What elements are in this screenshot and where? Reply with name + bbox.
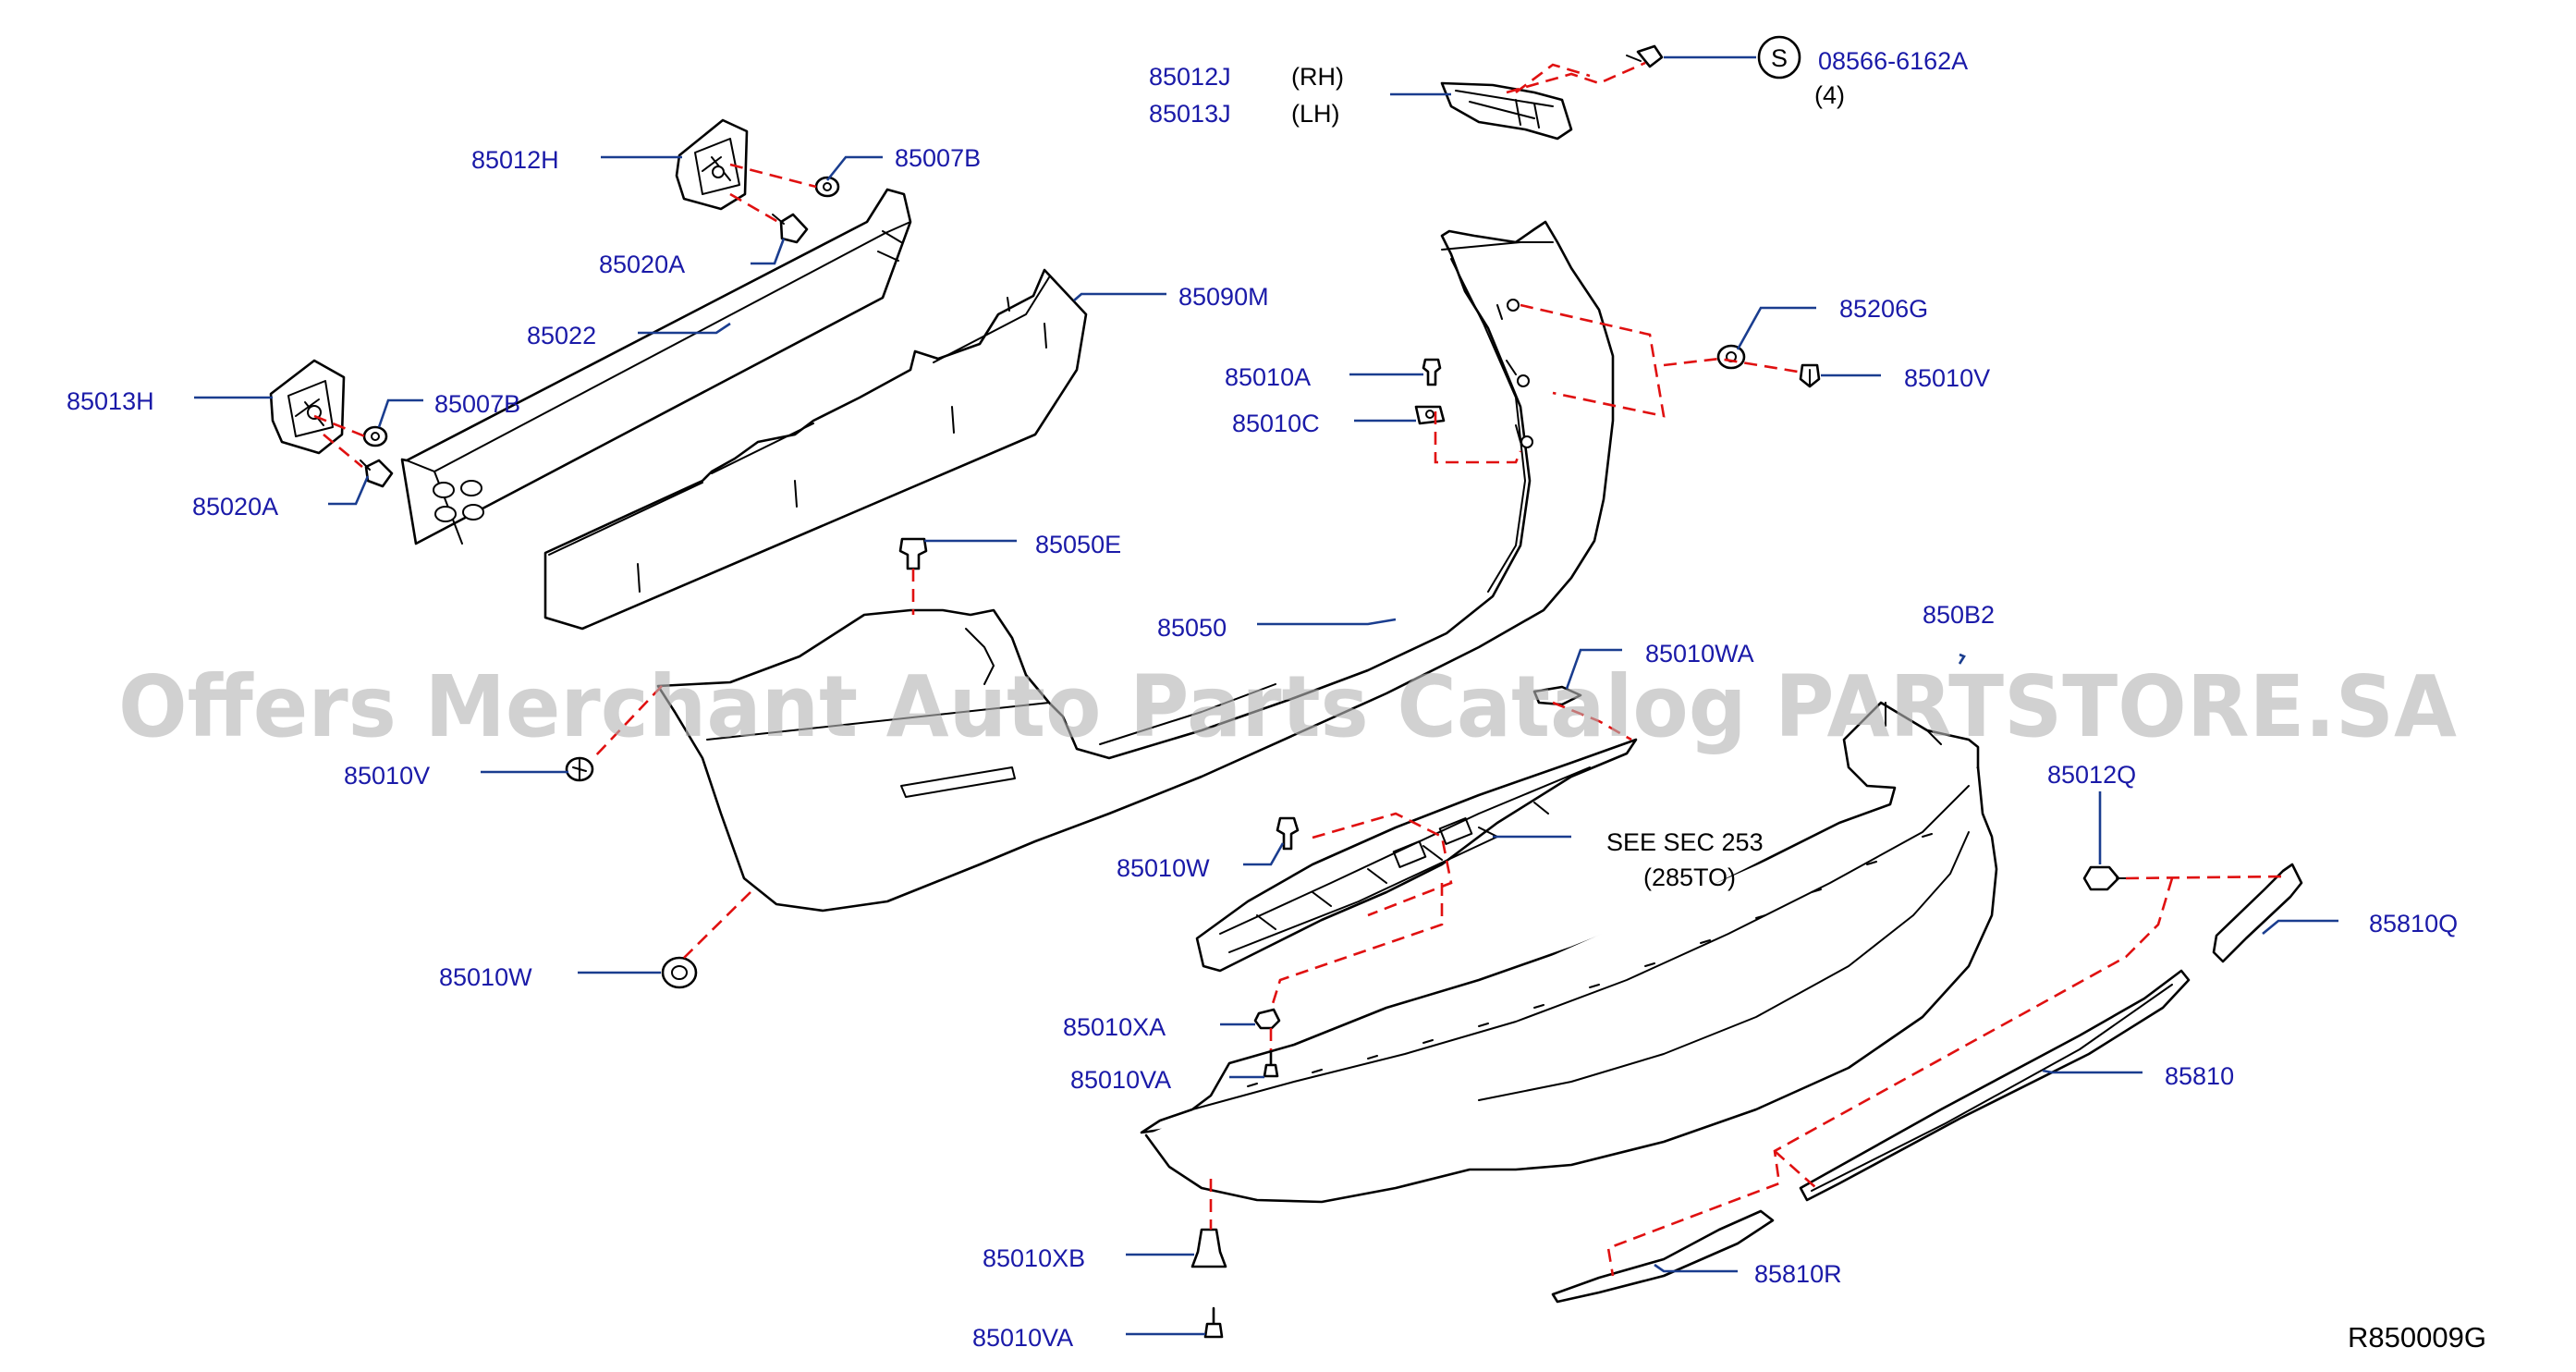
clip-85010wa — [1532, 685, 1582, 706]
label-85050: 85050 — [1157, 614, 1227, 642]
s-symbol: S — [1757, 35, 1801, 80]
label-85007b-upper: 85007B — [895, 144, 981, 172]
label-rh: (RH) — [1291, 63, 1344, 91]
bumper-reinforcement-85022 — [400, 188, 912, 545]
bolt-85010a — [1422, 358, 1442, 386]
clip-85206g — [1716, 344, 1746, 370]
reference-code: R850009G — [2348, 1321, 2486, 1354]
label-85010va-upper: 85010VA — [1070, 1066, 1171, 1094]
label-85020a-lower: 85020A — [192, 493, 278, 521]
label-85206g: 85206G — [1839, 295, 1928, 323]
screw-85010v-upper — [1799, 363, 1821, 388]
label-85013j: 85013J — [1149, 100, 1231, 128]
nut-85010c — [1414, 405, 1446, 425]
energy-absorber-85090m — [543, 268, 1088, 631]
label-85010v-upper: 85010V — [1904, 364, 1990, 392]
screw-85010v-left — [565, 756, 594, 782]
label-850b2: 850B2 — [1923, 601, 1995, 629]
connector-lines — [313, 61, 2284, 1277]
bracket-85013h — [269, 359, 346, 455]
clip-85010xb — [1190, 1228, 1227, 1268]
label-85810q: 85810Q — [2369, 910, 2458, 937]
label-85010w-center: 85010W — [1117, 854, 1210, 882]
label-85010c: 85010C — [1232, 410, 1320, 437]
label-08566-6162a: 08566-6162A — [1818, 47, 1968, 75]
see-sec-253: SEE SEC 253 — [1606, 828, 1764, 856]
label-85012j: 85012J — [1149, 63, 1231, 91]
bracket-85012h — [675, 118, 749, 211]
molding-85810 — [1799, 969, 2191, 1202]
see-sec-285to: (285TO) — [1643, 864, 1736, 891]
clip-85050e — [898, 537, 928, 570]
watermark: Offers Merchant Auto Parts Catalog PARTS… — [118, 657, 2457, 756]
clip-85012q — [2082, 865, 2131, 891]
label-85810: 85810 — [2165, 1062, 2234, 1090]
label-85010va-lower: 85010VA — [972, 1324, 1073, 1352]
label-85020a-upper: 85020A — [599, 251, 685, 278]
pin-85010va-lower — [1203, 1306, 1224, 1339]
label-85010xa: 85010XA — [1063, 1013, 1166, 1041]
label-85010xb: 85010XB — [983, 1244, 1085, 1272]
screw-85010w-center — [1276, 816, 1300, 851]
label-85013h: 85013H — [67, 387, 154, 415]
clip-85010xa — [1253, 1008, 1281, 1030]
label-qty-4: (4) — [1814, 81, 1845, 109]
label-85007b-lower: 85007B — [434, 390, 520, 418]
label-85810r: 85810R — [1754, 1260, 1842, 1288]
bolt-85020a-upper — [772, 213, 809, 244]
side-bracket-85012j — [1440, 81, 1573, 141]
label-85012q: 85012Q — [2047, 761, 2136, 789]
pin-85010va-upper — [1263, 1048, 1279, 1078]
leader-lines — [194, 55, 2338, 1336]
label-85010wa: 85010WA — [1645, 640, 1754, 668]
s-symbol-text: S — [1771, 44, 1788, 72]
lower-fascia-850b2 — [1140, 701, 1998, 1204]
label-85090m: 85090M — [1178, 283, 1269, 311]
bumper-bracket-sec253 — [1195, 738, 1638, 973]
screw-08566 — [1626, 44, 1664, 68]
molding-85810r — [1551, 1209, 1775, 1304]
label-85010v-left: 85010V — [344, 762, 430, 790]
bumper-fascia-85050 — [656, 220, 1615, 913]
label-85010a: 85010A — [1225, 363, 1311, 391]
label-85010w-left: 85010W — [439, 963, 532, 991]
label-85022: 85022 — [527, 322, 596, 349]
label-85050e: 85050E — [1035, 531, 1121, 558]
part-labels: 85012J (RH) 85013J (LH) 08566-6162A (4) … — [67, 47, 2458, 1352]
screw-85010w-left — [661, 956, 698, 989]
label-lh: (LH) — [1291, 100, 1340, 128]
molding-85810q — [2212, 863, 2303, 963]
label-85012h: 85012H — [471, 146, 559, 174]
clip-85007b-lower — [362, 425, 388, 447]
